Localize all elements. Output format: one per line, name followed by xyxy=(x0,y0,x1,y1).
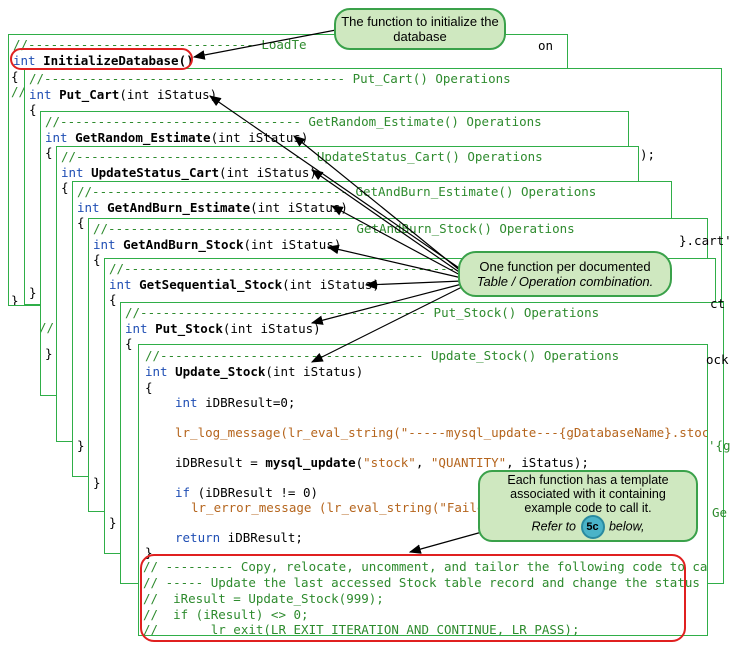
code-fragment: '{gD xyxy=(708,438,730,453)
callout-template-code: Each function has a template associated … xyxy=(478,470,698,542)
code-line-log-message: lr_log_message(lr_eval_string("-----mysq… xyxy=(175,425,708,440)
template-comment-line: // ----- Update the last accessed Stock … xyxy=(143,575,708,590)
highlight-template-code xyxy=(140,554,686,642)
card-header-comment: //--------------------------------------… xyxy=(109,261,516,276)
card-header-comment: //-------------------------------- GetAn… xyxy=(93,221,575,236)
code-line-assignment: iDBResult = mysql_update("stock", "QUANT… xyxy=(175,455,589,470)
callout-one-function-per-operation: One function per documented Table / Oper… xyxy=(458,251,672,297)
card-header-comment: //--------------------------------------… xyxy=(29,71,511,86)
code-line-if: if (iDBResult != 0) xyxy=(175,485,318,500)
code-fragment: on xyxy=(538,38,554,53)
code-fragment: ct xyxy=(710,296,726,311)
code-fragment: ); xyxy=(640,147,656,162)
code-fragment: ock- xyxy=(706,352,730,367)
template-comment-line: // iResult = Update_Stock(999); xyxy=(143,591,384,606)
card-header-comment: //---------------------------------- Get… xyxy=(77,184,597,199)
code-line-declaration: int iDBResult=0; xyxy=(175,395,296,410)
card-header-comment: //-------------------------------- GetRa… xyxy=(45,114,542,129)
function-signature: int GetRandom_Estimate(int iStatus) xyxy=(45,130,309,145)
code-fragment: Ge xyxy=(712,505,728,520)
highlight-initialize-database xyxy=(10,48,193,70)
code-line-error-message: lr_error_message (lr_eval_string("Faile xyxy=(191,500,485,515)
card-header-comment: //--------------------------------------… xyxy=(125,305,600,320)
function-signature: int GetAndBurn_Stock(int iStatus) xyxy=(93,237,342,252)
template-comment-line: // lr_exit(LR_EXIT_ITERATION_AND_CONTINU… xyxy=(143,622,580,636)
function-signature: int Put_Stock(int iStatus) xyxy=(125,321,321,336)
function-signature: int Update_Stock(int iStatus) xyxy=(145,364,364,379)
card-header-comment: //------------------------------- Update… xyxy=(61,149,543,164)
template-comment-line: // if (iResult) <> 0; xyxy=(143,607,309,622)
code-line-return: return iDBResult; xyxy=(175,530,303,545)
code-fragment: }.cart' xyxy=(679,233,730,248)
section-badge: 5c xyxy=(580,515,605,539)
close-brace: } xyxy=(145,545,153,560)
callout-initialize-database: The function to initialize the database xyxy=(334,8,506,50)
function-signature: int Put_Cart(int iStatus) xyxy=(29,87,218,102)
function-signature: int UpdateStatus_Cart(int iStatus) xyxy=(61,165,317,180)
open-brace: { xyxy=(145,380,153,395)
card-header-comment: //----------------------------------- Up… xyxy=(145,348,620,363)
function-signature: int GetSequential_Stock(int iStatus) xyxy=(109,277,380,292)
function-signature: int GetAndBurn_Estimate(int iStatus) xyxy=(77,200,348,215)
